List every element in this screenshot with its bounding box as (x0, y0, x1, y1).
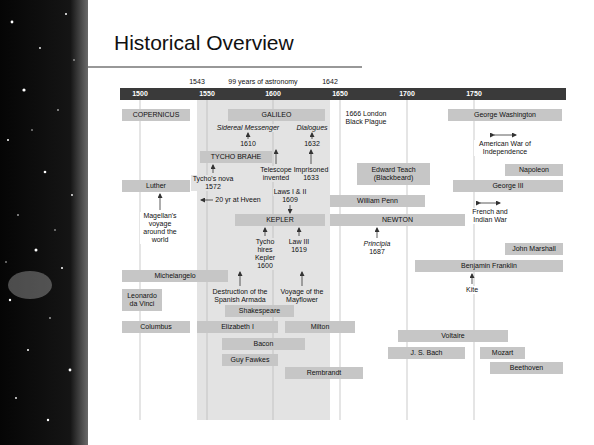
bar-label: Edward Teach (Blackbeard) (359, 166, 428, 182)
bar-label: Leonardo da Vinci (124, 292, 160, 308)
bar-label: GALILEO (262, 111, 292, 119)
timeline-bar: Guy Fawkes (222, 354, 278, 366)
timeline-bar: Beethoven (490, 362, 563, 374)
timeline-note: 1642 (321, 78, 339, 86)
timeline-note: French and Indian War (470, 208, 510, 224)
bar-label: Voltaire (441, 332, 464, 340)
timeline-bar: Columbus (122, 321, 190, 333)
timeline-bar: TYCHO BRAHE (200, 151, 272, 163)
timeline-note: Magellan's voyage around the world (140, 212, 180, 244)
timeline-bar: Mozart (480, 347, 525, 359)
timeline-note: 1687 (368, 248, 386, 256)
timeline-note: 99 years of astronomy (227, 78, 298, 86)
timeline-bar: Elizabeth I (197, 321, 278, 333)
bar-label: Milton (311, 323, 330, 331)
year-label: 1600 (264, 90, 282, 98)
timeline-bar: GALILEO (228, 109, 325, 121)
galaxy-glow (8, 271, 52, 299)
slide-title: Historical Overview (114, 30, 294, 56)
bar-label: Shakespeare (239, 307, 280, 315)
timeline-note: 1609 (281, 196, 299, 204)
timeline-note: American War of Independence (474, 140, 536, 156)
bar-label: TYCHO BRAHE (211, 153, 262, 161)
year-label: 1500 (131, 90, 149, 98)
timeline-bar: Shakespeare (225, 305, 294, 317)
timeline-note: Laws I & II (273, 188, 308, 196)
star-field (0, 0, 88, 445)
timeline-bar: Michelangelo (122, 270, 228, 282)
timeline-note: 20 yr at Hveen (214, 196, 262, 204)
year-label: 1650 (331, 90, 349, 98)
bar-label: Columbus (140, 323, 172, 331)
year-label: 1750 (465, 90, 483, 98)
bar-label: George III (492, 182, 523, 190)
title-underline (88, 66, 362, 67)
timeline-note: 1619 (290, 246, 308, 254)
bar-label: Luther (146, 182, 166, 190)
timeline-note: Tycho hires Kepler 1600 (252, 238, 278, 270)
year-bar (120, 88, 566, 100)
timeline-note: Telescope invented (259, 166, 293, 182)
timeline-note: Voyage of the Mayflower (279, 288, 325, 304)
timeline-note: Tycho's nova 1572 (191, 175, 235, 191)
timeline-bar: Edward Teach (Blackbeard) (357, 163, 430, 185)
timeline-bar: J. S. Bach (388, 347, 465, 359)
bar-label: Benjamin Franklin (461, 262, 517, 270)
timeline-bar: George Washington (448, 109, 562, 121)
bar-label: COPERNICUS (133, 111, 180, 119)
timeline-note: Sidereal Messenger (216, 124, 280, 132)
bar-label: NEWTON (382, 216, 413, 224)
timeline-note: Destruction of the Spanish Armada (209, 288, 271, 304)
timeline-bar: Luther (122, 180, 190, 192)
year-label: 1550 (198, 90, 216, 98)
timeline-bar: NEWTON (330, 214, 465, 226)
year-label: 1700 (398, 90, 416, 98)
bar-label: Elizabeth I (221, 323, 254, 331)
bar-label: Rembrandt (307, 369, 342, 377)
timeline-note: Dialogues (295, 124, 328, 132)
timeline-bar: William Penn (330, 195, 425, 207)
bar-label: William Penn (357, 197, 398, 205)
timeline-bar: Milton (285, 321, 355, 333)
bar-label: Michelangelo (154, 272, 195, 280)
bar-label: KEPLER (266, 216, 294, 224)
timeline-bar: John Marshall (505, 243, 563, 255)
timeline-bar: Napoleon (505, 164, 563, 176)
timeline-bar: KEPLER (235, 214, 325, 226)
bar-label: J. S. Bach (411, 349, 443, 357)
timeline-bar: Benjamin Franklin (415, 260, 563, 272)
bar-label: Guy Fawkes (231, 356, 270, 364)
timeline-note: Imprisoned 1633 (292, 166, 330, 182)
timeline-note: 1543 (188, 78, 206, 86)
bar-label: Beethoven (510, 364, 543, 372)
timeline-note: 1632 (303, 140, 321, 148)
timeline-bar: Voltaire (398, 330, 508, 342)
timeline-note: 1610 (239, 140, 257, 148)
timeline-bar: George III (453, 180, 563, 192)
timeline-bar: Rembrandt (285, 367, 363, 379)
bar-label: John Marshall (512, 245, 556, 253)
timeline-note: Kite (465, 286, 479, 294)
stars (5, 13, 74, 421)
timeline-note: Principia (363, 240, 392, 248)
bar-label: Napoleon (519, 166, 549, 174)
timeline-bar: COPERNICUS (122, 109, 190, 121)
bar-label: Mozart (492, 349, 513, 357)
timeline-bar: Bacon (222, 338, 305, 350)
bar-label: George Washington (474, 111, 536, 119)
timeline-bar: Leonardo da Vinci (122, 289, 162, 311)
bar-label: Bacon (254, 340, 274, 348)
timeline-note: 1666 London Black Plague (344, 110, 389, 126)
timeline-note: Law III (288, 238, 311, 246)
